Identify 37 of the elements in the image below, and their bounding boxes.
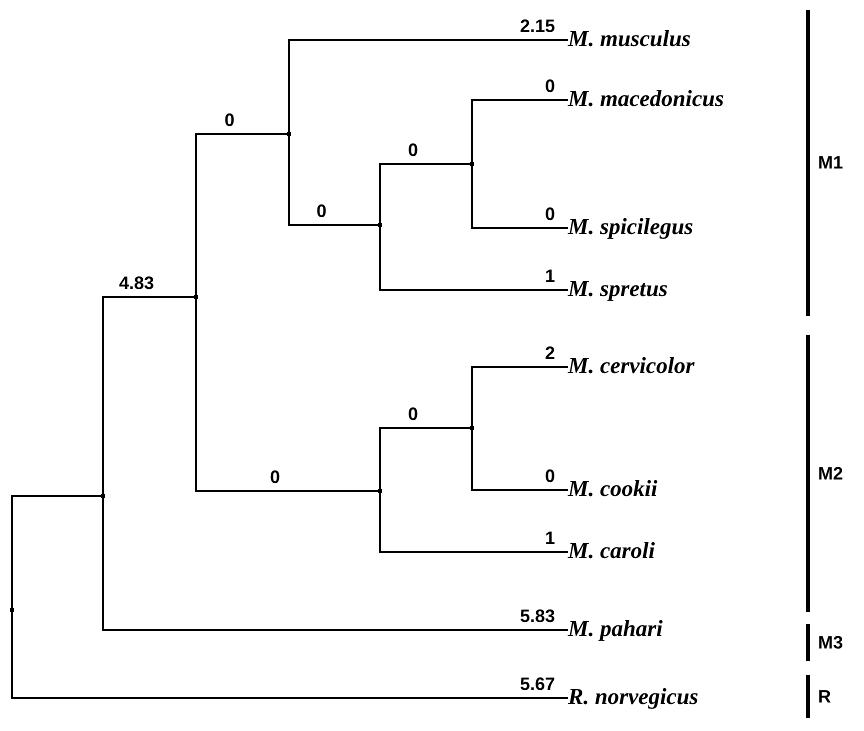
species-label: M. caroli [568,537,655,565]
species-label: M. musculus [568,25,691,53]
branch-junction [194,295,198,299]
tree-branch [379,493,568,553]
tree-branch [102,498,568,631]
tree-branch [288,136,378,226]
clade-label: R [818,686,831,707]
species-label: R. norvegicus [568,683,698,711]
branch-junction [101,494,105,498]
tree-branch [471,430,568,491]
tree-branch [379,163,470,223]
branch-junction [378,489,382,493]
tree-branch [471,166,568,229]
tree-branch [471,366,568,426]
species-label: M. spicilegus [568,213,694,241]
tree-branch [195,299,378,492]
clade-label: M3 [818,632,844,653]
branch-junction [470,162,474,166]
tree-branch [471,99,568,162]
tree-branch [195,133,287,295]
tree-branch [379,227,568,291]
branch-junction [378,223,382,227]
species-label: M. spretus [568,275,668,303]
tree-branch [102,296,194,494]
species-label: M. cookii [568,475,658,503]
tree-branch [11,612,568,699]
clade-label: M1 [818,152,844,174]
species-label: M. cervicolor [568,352,694,380]
tree-branch [288,39,568,132]
clade-label: M2 [818,463,844,484]
tree-branch [379,427,470,489]
species-label: M. pahari [568,615,663,643]
branch-junction [10,608,14,612]
branch-junction [470,426,474,430]
tree-branch [11,495,101,608]
branch-junction [287,132,291,136]
species-label: M. macedonicus [568,85,724,113]
